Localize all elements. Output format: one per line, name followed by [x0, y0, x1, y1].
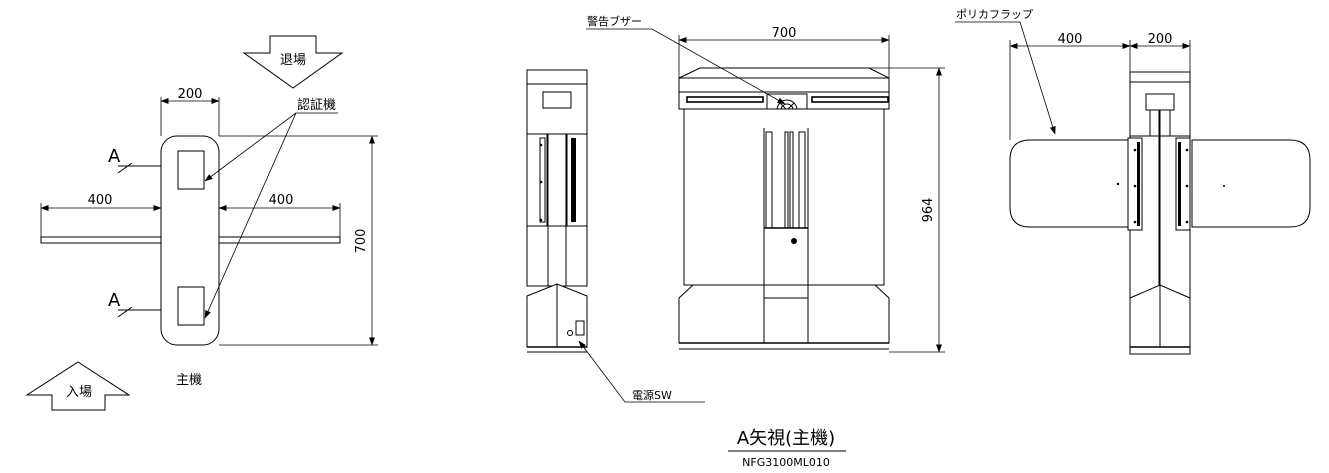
exit-arrow-icon — [242, 35, 344, 89]
flap-right — [1191, 139, 1311, 228]
entry-arrow-icon — [25, 361, 131, 411]
front-dim-width: 700 — [772, 26, 797, 41]
plan-caption: 主機 — [176, 373, 202, 388]
section-mark-top: A — [108, 146, 121, 167]
arm-right — [218, 236, 341, 244]
entry-label: 入場 — [66, 385, 92, 400]
plan-dim-width: 200 — [178, 87, 203, 102]
plan-dim-depth: 700 — [354, 229, 369, 254]
front-view: 700 964 警告ブザー — [586, 14, 945, 353]
plan-dim-arm-left: 400 — [88, 193, 113, 208]
reader-label: 認証機 — [297, 97, 336, 113]
flap-label: ポリカフラップ — [956, 8, 1033, 21]
arm-left — [40, 236, 162, 244]
flap-view: 400 200 ポリカフラップ — [955, 8, 1311, 355]
flap-left — [1009, 139, 1129, 228]
section-mark-bottom: A — [108, 290, 121, 311]
exit-label: 退場 — [280, 53, 306, 68]
reader-top — [177, 150, 205, 190]
front-dim-height: 964 — [921, 198, 936, 223]
side-view: 電源SW — [526, 69, 705, 403]
drawing-title: A矢視(主機) — [737, 428, 835, 449]
side-top-cap — [526, 69, 588, 85]
front-roof — [678, 67, 890, 93]
reader-bottom — [177, 286, 205, 326]
title-block: A矢視(主機) NFG3100ML010 — [728, 428, 846, 469]
buzzer-label: 警告ブザー — [587, 14, 642, 28]
power-switch — [575, 320, 585, 336]
main-unit-body — [160, 135, 220, 346]
drawing-number: NFG3100ML010 — [742, 456, 830, 469]
plan-view: 退場 入場 200 400 400 700 A — [25, 35, 378, 411]
flap-dim-body: 200 — [1148, 32, 1173, 47]
flap-dim-flap: 400 — [1058, 32, 1083, 47]
plan-dim-arm-right: 400 — [269, 193, 294, 208]
power-switch-label: 電源SW — [632, 388, 672, 402]
